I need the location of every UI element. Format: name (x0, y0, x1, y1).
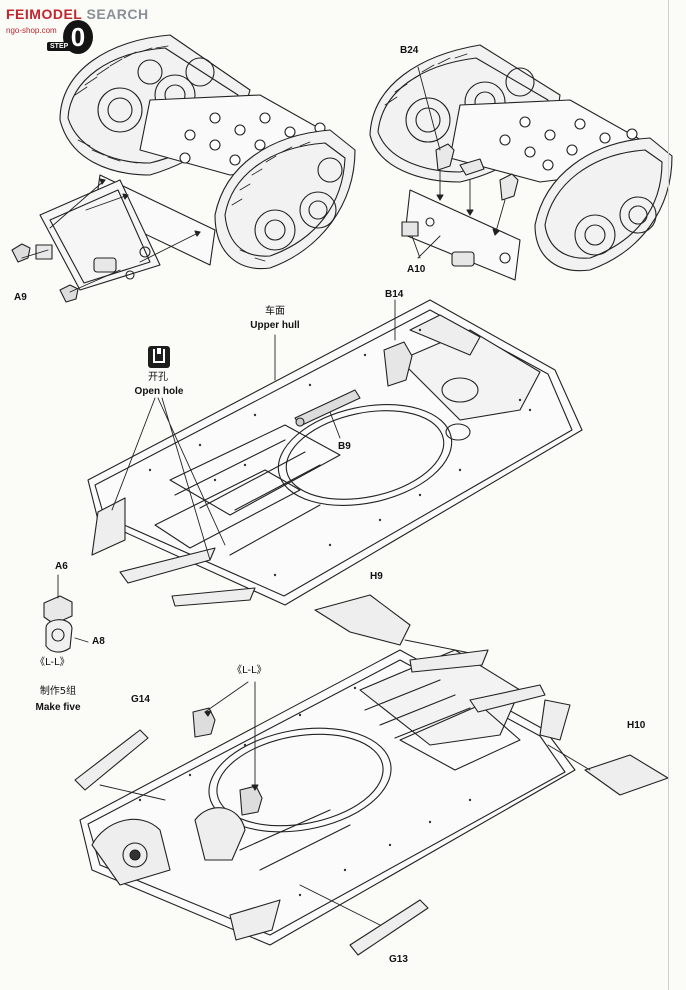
watermark-url: ngo-shop.com (6, 26, 57, 35)
label-upper-hull-en: Upper hull (250, 320, 300, 331)
rear-hull-assembly-left (11, 34, 356, 303)
label-h10: H10 (627, 720, 646, 731)
label-a10: A10 (407, 264, 426, 275)
label-open-hole-en: Open hole (134, 386, 184, 397)
watermark-part-b: MODEL (29, 6, 83, 22)
label-a9: A9 (14, 292, 27, 303)
a6-a8-parts-drawing (43, 574, 89, 653)
label-g13: G13 (389, 954, 408, 965)
step-tag: STEP (47, 42, 72, 51)
label-g14: G14 (131, 694, 150, 705)
label-open-hole-cn: 开孔 (148, 372, 168, 383)
label-b24: B24 (400, 45, 419, 56)
label-make-five-en: Make five (35, 702, 81, 713)
label-ll-left: 《L-L》 (35, 657, 70, 668)
watermark-logo: FEIMODEL SEARCH ngo-shop.com (2, 2, 162, 40)
watermark-part-c: SEARCH (82, 6, 149, 22)
label-h9: H9 (370, 571, 383, 582)
watermark-title: FEIMODEL SEARCH (6, 6, 149, 22)
page-edge (668, 0, 669, 990)
label-b14: B14 (385, 289, 404, 300)
label-upper-hull-cn: 车面 (265, 306, 285, 317)
label-ll-mid: 《L-L》 (232, 665, 267, 676)
upper-hull-drawing (87, 299, 583, 607)
lower-hull-drawing (74, 594, 669, 956)
drill-hole-icon (148, 346, 170, 368)
label-make-five-cn: 制作5组 (39, 686, 77, 697)
step-badge-icon: 0 STEP (45, 18, 95, 64)
watermark-part-a: FEI (6, 6, 30, 22)
label-a6: A6 (55, 561, 68, 572)
label-a8: A8 (92, 636, 105, 647)
step-number: 0 (63, 20, 93, 54)
label-b9: B9 (338, 441, 351, 452)
rear-hull-assembly-right (369, 44, 673, 281)
